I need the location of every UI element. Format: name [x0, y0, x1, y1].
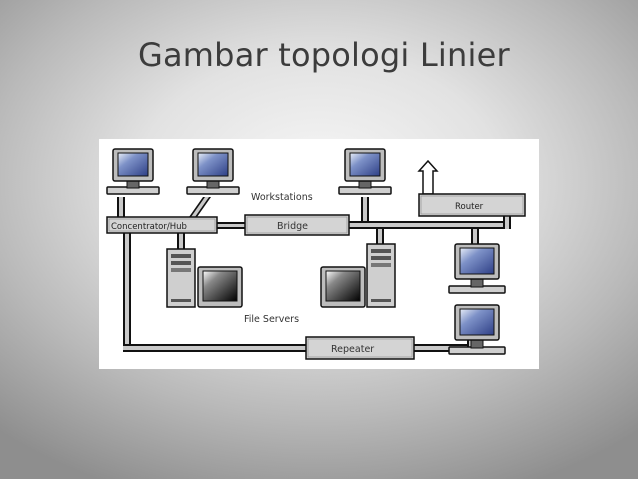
concentrator-hub: Concentrator/Hub — [106, 216, 218, 234]
slide-title: Gambar topologi Linier — [138, 36, 510, 74]
file-server — [166, 248, 243, 308]
file-server — [320, 243, 396, 308]
router: Router — [417, 159, 526, 217]
network-topology-diagram: Workstations Concentrator/Hub Bridge Rou… — [99, 139, 539, 369]
repeater-label: Repeater — [331, 344, 374, 355]
hub-label: Concentrator/Hub — [111, 222, 187, 232]
workstation-computer — [448, 304, 506, 355]
workstation-computer — [186, 148, 240, 195]
router-label: Router — [455, 202, 484, 212]
bridge-label: Bridge — [277, 221, 308, 232]
file-servers-label: File Servers — [244, 314, 299, 325]
bridge: Bridge — [244, 214, 350, 236]
workstations-label: Workstations — [251, 192, 313, 203]
workstation-computer — [106, 148, 160, 195]
workstation-computer — [448, 243, 506, 294]
repeater: Repeater — [305, 336, 415, 360]
workstation-computer — [338, 148, 392, 195]
